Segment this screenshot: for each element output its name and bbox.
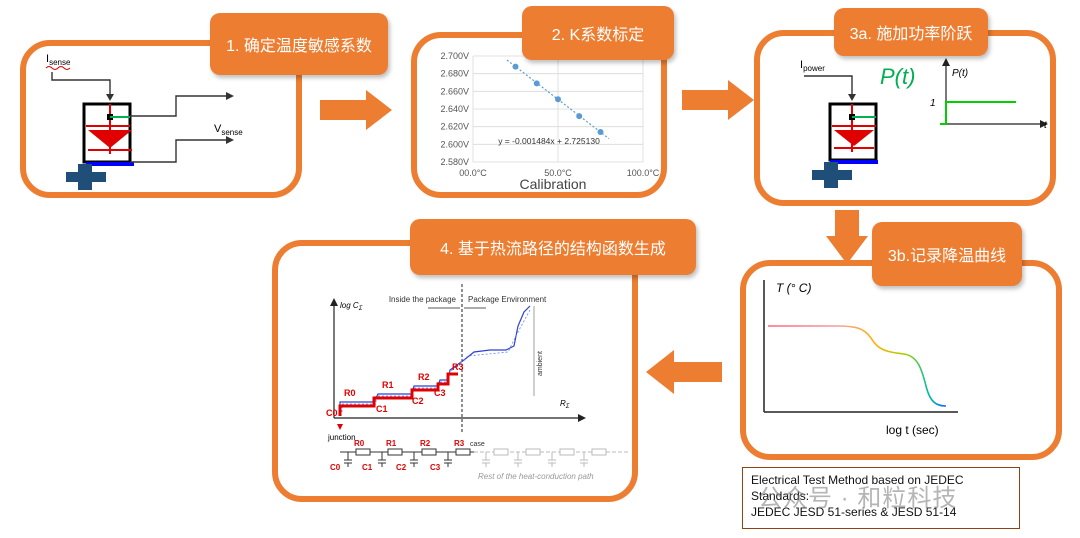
y-axis-title: log CΣ bbox=[340, 301, 363, 312]
panel-step3b: T (° C) log t (sec) bbox=[740, 260, 1062, 460]
ambient-label: ambient bbox=[537, 351, 544, 376]
watermark: 公众号 · 和粒科技 bbox=[758, 485, 958, 512]
data-point bbox=[512, 63, 519, 70]
power-step-curve bbox=[940, 101, 1016, 125]
x-axis-title: Calibration bbox=[520, 176, 587, 192]
y-tick-label: 2.620V bbox=[440, 122, 469, 132]
y-tick-label: 2.680V bbox=[440, 69, 469, 79]
net-c1-label: C1 bbox=[362, 463, 373, 472]
jedec-note: Electrical Test Method based on JEDEC St… bbox=[742, 467, 1020, 529]
i-sense-label: Isense bbox=[46, 53, 71, 67]
arrow-right-1 bbox=[320, 90, 392, 130]
net-c0-label: C0 bbox=[330, 463, 341, 472]
rc-ladder-steps bbox=[338, 372, 458, 416]
v-sense-label: Vsense bbox=[214, 123, 243, 137]
grid bbox=[472, 55, 644, 163]
c0-label: C0 bbox=[326, 408, 338, 418]
diode-symbol bbox=[88, 130, 132, 148]
step3b-label: 3b.记录降温曲线 bbox=[887, 248, 1007, 265]
net-c3-label: C3 bbox=[430, 463, 441, 472]
structure-function-diagram: log CΣ RΣ Inside the package Package Env… bbox=[326, 284, 628, 481]
cooling-curve-chart: T (° C) log t (sec) bbox=[763, 280, 958, 437]
step-t-label: t bbox=[1044, 120, 1048, 131]
data-point bbox=[555, 96, 561, 103]
net-r3-label: R3 bbox=[454, 439, 465, 448]
data-point bbox=[576, 113, 583, 120]
net-c2-label: C2 bbox=[396, 463, 407, 472]
y-tick-label: 2.660V bbox=[440, 86, 469, 96]
net-r1-label: R1 bbox=[386, 439, 397, 448]
y-tick-label: 2.580V bbox=[440, 157, 469, 167]
callout-step1: 1. 确定温度敏感系数 bbox=[210, 13, 388, 75]
arrow-down bbox=[826, 210, 868, 264]
x-tick-label: 50.0°C bbox=[544, 168, 572, 178]
callout-step3a: 3a. 施加功率阶跃 bbox=[834, 8, 988, 56]
data-point bbox=[533, 80, 540, 87]
inside-package-label: Inside the package bbox=[389, 295, 457, 304]
r1-label: R1 bbox=[382, 380, 394, 390]
step4-label: 4. 基于热流路径的结构函数生成 bbox=[440, 241, 666, 258]
note-line-1: Electrical Test Method based on JEDEC bbox=[751, 473, 964, 487]
calibration-chart: 2.700V 2.680V 2.660V 2.640V 2.620V 2.600… bbox=[440, 51, 660, 192]
r3-label: R3 bbox=[452, 362, 464, 372]
package-environment-label: Package Environment bbox=[468, 295, 547, 304]
arrow-right-2 bbox=[682, 80, 754, 120]
data-point bbox=[597, 128, 604, 135]
y-tick-label: 2.640V bbox=[440, 104, 469, 114]
p-of-t-big: P(t) bbox=[880, 64, 915, 89]
c3-label: C3 bbox=[434, 388, 446, 398]
diode-symbol bbox=[834, 130, 874, 146]
junction-label: junction bbox=[327, 433, 356, 442]
p-of-t-small: P(t) bbox=[952, 68, 968, 79]
r2-label: R2 bbox=[418, 372, 430, 382]
arrow-left bbox=[646, 350, 722, 394]
y-axis-title: T (° C) bbox=[776, 281, 811, 295]
y-tick-label: 2.700V bbox=[440, 51, 469, 61]
note-line-2: Standards: bbox=[751, 489, 810, 503]
callout-step3b: 3b.记录降温曲线 bbox=[872, 222, 1022, 286]
step2-label: 2. K系数标定 bbox=[551, 27, 645, 44]
y-tick-label: 2.600V bbox=[440, 139, 469, 149]
panel-step4: log CΣ RΣ Inside the package Package Env… bbox=[272, 240, 638, 502]
step1-label: 1. 确定温度敏感系数 bbox=[226, 38, 372, 55]
x-tick-label: 00.0°C bbox=[459, 168, 487, 178]
step3a-label: 3a. 施加功率阶跃 bbox=[849, 26, 973, 43]
i-power-label: Ipower bbox=[800, 59, 825, 73]
case-label: case bbox=[470, 441, 485, 448]
trendline-equation: y = -0.001484x + 2.725130 bbox=[498, 136, 600, 146]
x-tick-label: 100.0°C bbox=[627, 168, 660, 178]
c2-label: C2 bbox=[412, 396, 424, 406]
net-r0-label: R0 bbox=[354, 439, 365, 448]
net-r2-label: R2 bbox=[420, 439, 431, 448]
sense-circuit-diagram: Isense Vsense bbox=[45, 53, 243, 190]
cooling-curve bbox=[768, 325, 947, 407]
c1-label: C1 bbox=[376, 404, 388, 414]
note-line-3: JEDEC JESD 51-series & JESD 51-14 bbox=[751, 505, 957, 519]
callout-step2: 2. K系数标定 bbox=[522, 6, 674, 60]
panel-step3a: Ipower P(t) P(t) 1 t bbox=[754, 30, 1056, 206]
power-step-diagram: Ipower P(t) P(t) 1 t bbox=[800, 58, 1048, 188]
callout-step4: 4. 基于热流路径的结构函数生成 bbox=[410, 219, 696, 275]
x-axis-title: RΣ bbox=[560, 399, 570, 410]
spell-underline bbox=[45, 66, 71, 70]
rest-of-path-label: Rest of the heat-conduction path bbox=[478, 472, 594, 481]
r0-label: R0 bbox=[344, 388, 356, 398]
x-axis-title: log t (sec) bbox=[886, 423, 939, 437]
step-level-label: 1 bbox=[930, 98, 936, 109]
